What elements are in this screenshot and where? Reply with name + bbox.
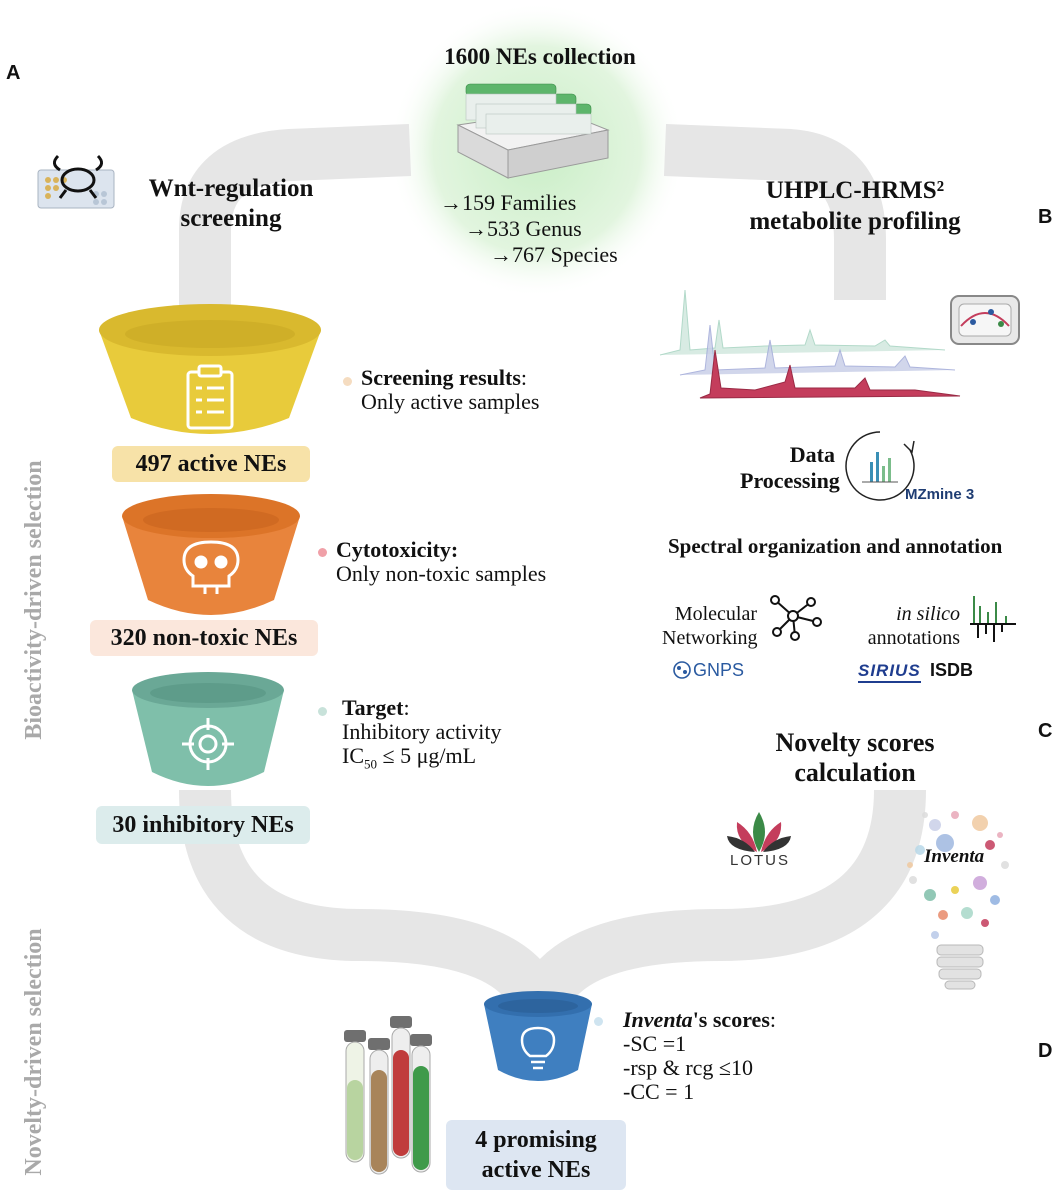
inventa-logo: Inventa [924,846,985,867]
network-icon [770,595,822,641]
spectral-title: Spectral organization and annotation [668,534,1003,558]
sirius-logo: SIRIUS [858,661,921,683]
bullet-inventa [594,1017,603,1026]
processing-title: Data Processing [740,442,840,494]
processing-cycle-icon [845,431,915,501]
lotus-logo: LOTUS [730,852,791,869]
note-cytotoxicity: Cytotoxicity: Only non-toxic samples [336,538,546,586]
bullet-cytotoxicity [318,548,327,557]
note-screening-desc: Only active samples [361,389,540,414]
track-bottom-left [179,789,566,1019]
novelty-title-line2: calculation [794,758,916,787]
uhplc-title-line1: UHPLC-HRMS² [765,177,945,204]
crab-plate-icon [37,154,115,209]
is-line2: annotations [867,627,960,649]
novelty-title: Novelty scores calculation [740,728,970,788]
funnel-inventa [484,991,592,1081]
note-inventa: Inventa's scores: -SC =1 -rsp & rcg ≤10 … [623,1008,776,1104]
note-target-desc1: Inhibitory activity [342,719,502,744]
bullet-screening [343,377,352,386]
box-promising-line2: active NEs [481,1157,591,1183]
uhplc-title: UHPLC-HRMS² metabolite profiling [690,175,1020,237]
collection-families: →159 Families [440,190,577,215]
isdb-logo: ISDB [930,660,974,680]
processing-title-line1: Data [789,442,835,467]
spectrum-icon [970,596,1016,642]
mzmine-logo: MZmine 3 [905,486,975,503]
funnel-cytotoxicity [122,494,300,615]
mn-line1: Molecular [674,603,757,625]
box-non-toxic: 320 non-toxic NEs [90,620,318,656]
lightbulb-icon [520,1026,556,1070]
note-target-title: Target: [342,695,410,720]
gnps-logo: GNPS [693,660,745,680]
bullet-target [318,707,327,716]
sample-rack-icon [456,83,610,179]
processing-title-line2: Processing [740,468,840,493]
crosshair-icon [182,718,234,770]
note-inventa-crit1: -SC =1 [623,1031,687,1056]
box-inhibitory: 30 inhibitory NEs [96,806,310,844]
note-cytotoxicity-desc: Only non-toxic samples [336,561,547,586]
collection-title: 1600 NEs collection [444,44,636,69]
wnt-title: Wnt-regulation screening [126,174,336,234]
funnel-screening [99,304,321,434]
track-bottom-right [514,789,926,1019]
molecular-networking-label: Molecular Networking [662,602,758,650]
box-active: 497 active NEs [112,446,310,482]
note-inventa-crit2: -rsp & rcg ≤10 [623,1055,753,1080]
uhplc-title-line2: metabolite profiling [749,208,961,235]
gnps-icon [673,661,691,679]
panel-letter-c: C [1038,720,1053,742]
mass-spec-icon [950,295,1020,345]
panel-letter-b: B [1038,206,1053,228]
funnel-target [132,672,284,786]
collection-genus: →533 Genus [465,216,582,241]
wnt-title-line2: screening [180,205,282,232]
track-right [663,124,886,300]
novelty-side-label: Novelty-driven selection [21,928,47,1176]
test-tubes-icon [344,1016,432,1175]
in-silico-label: in silico annotations [858,602,960,650]
note-screening-title: Screening results: [361,365,528,390]
note-target-desc2: IC50 ≤ 5 μg/mL [342,743,477,772]
mn-line2: Networking [662,627,758,649]
track-left [179,124,412,320]
wnt-title-line1: Wnt-regulation [148,175,314,202]
lotus-icon [727,812,791,852]
note-inventa-crit3: -CC = 1 [623,1079,695,1104]
collection-species: →767 Species [490,242,618,267]
is-line1: in silico [896,603,960,625]
note-cytotoxicity-title: Cytotoxicity: [336,537,459,562]
bioactivity-side-label: Bioactivity-driven selection [21,460,47,740]
novelty-title-line1: Novelty scores [775,728,935,757]
chromatogram-stack [659,289,961,399]
panel-letter-d: D [1038,1040,1053,1062]
inventa-bulb-icon [907,811,1009,990]
note-screening: Screening results: Only active samples [361,366,539,414]
box-promising-line1: 4 promising [475,1127,597,1153]
note-inventa-title: Inventa's scores: [623,1007,777,1032]
note-target: Target: Inhibitory activity IC50 ≤ 5 μg/… [342,696,501,776]
clipboard-icon [186,364,234,430]
skull-icon [182,540,240,594]
box-promising: 4 promising active NEs [446,1120,626,1190]
panel-letter-a: A [6,62,21,84]
